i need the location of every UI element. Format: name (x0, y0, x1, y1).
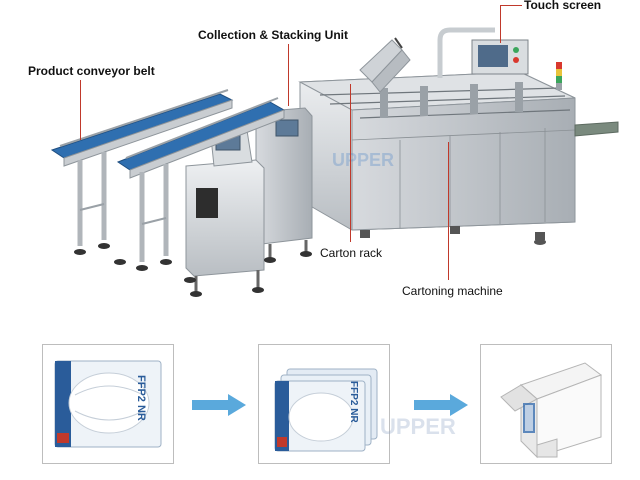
touch-screen-leader-vertical (500, 5, 501, 43)
touch-screen-leader (500, 5, 522, 6)
carton-rack-illustration (359, 37, 411, 93)
carton-rack-label: Carton rack (320, 246, 383, 260)
process-step-stacked-packs: FFP2 NR (258, 344, 390, 464)
machine-illustration: UPPER (50, 27, 619, 297)
filled-carton-image (500, 362, 603, 459)
single-pack-print: FFP2 NR (135, 375, 147, 421)
cartoning-machine (298, 62, 619, 245)
collection-stacking-unit-leader (288, 44, 289, 106)
product-conveyor-belt-label: Product conveyor belt (28, 64, 155, 78)
product-conveyor-belts-illustration (50, 89, 286, 283)
cartoning-machine-label: Cartoning machine (402, 284, 503, 298)
cartoning-machine-leader (448, 142, 449, 280)
process-step-filled-carton (480, 344, 612, 464)
collection-stacking-unit-label: Collection & Stacking Unit (198, 28, 349, 42)
process-watermark: UPPER (380, 414, 456, 439)
process-step-single-pack: FFP2 NR (42, 344, 174, 464)
process-arrow-2 (414, 394, 468, 416)
carton-rack-leader (350, 84, 351, 242)
touch-screen-label: Touch screen (524, 0, 602, 12)
stacked-packs-print: FFP2 NR (348, 381, 359, 423)
product-conveyor-belt-leader (80, 80, 81, 140)
touch-screen-illustration (437, 27, 529, 78)
single-mask-pack-image (54, 360, 162, 448)
stacked-mask-packs-image (274, 368, 378, 452)
process-arrow-1 (192, 394, 246, 416)
machine-watermark: UPPER (332, 150, 394, 170)
